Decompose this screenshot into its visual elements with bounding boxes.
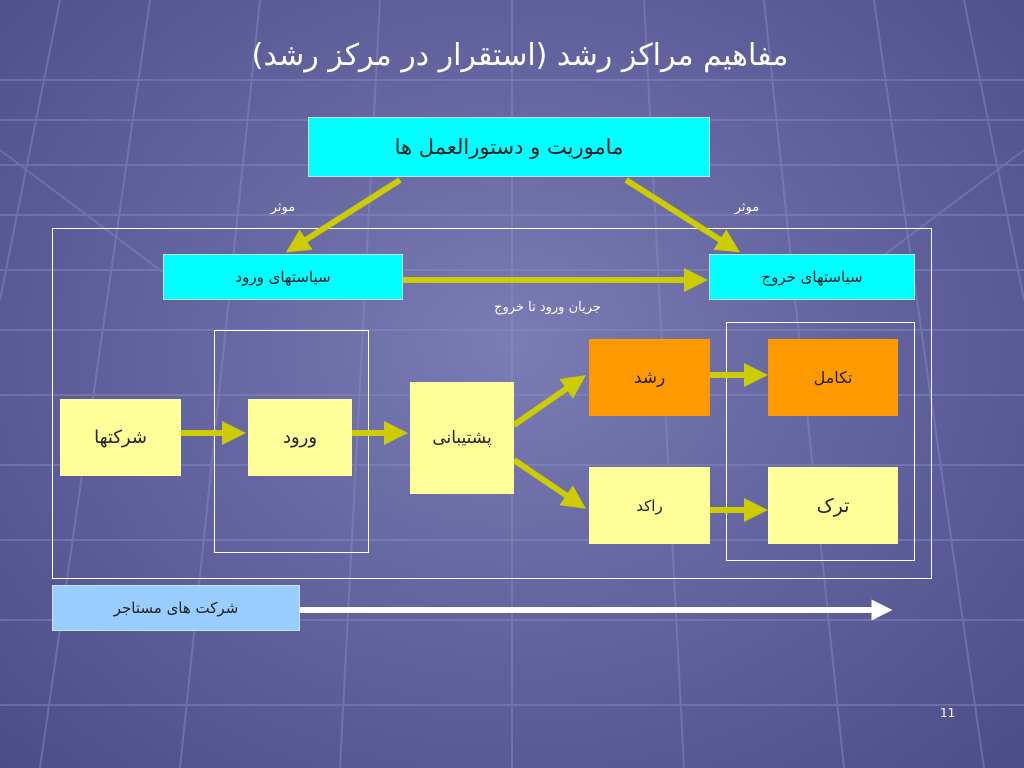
mission-box: ماموریت و دستورالعمل ها bbox=[308, 117, 710, 177]
tenant-companies-box: شرکت های مستاجر bbox=[52, 585, 300, 631]
entry-frame bbox=[214, 330, 369, 553]
exit-policies-box: سیاستهای خروج bbox=[709, 254, 915, 300]
page-number: 11 bbox=[940, 706, 956, 720]
arrow-mission-to-exit-policies bbox=[624, 177, 741, 253]
arrow-support-to-stagnant bbox=[512, 457, 586, 509]
growth-label: رشد bbox=[633, 367, 666, 388]
entry-policies-label: سیاستهای ورود bbox=[235, 268, 331, 286]
slide-title: مفاهیم مراکز رشد (استقرار در مرکز رشد) bbox=[251, 38, 789, 73]
entry-box: ورود bbox=[248, 399, 352, 476]
arrow-support-to-growth bbox=[512, 375, 586, 428]
arrow-mission-to-entry-policies bbox=[285, 177, 402, 253]
maturity-label: تکامل bbox=[813, 368, 853, 387]
leave-box: ترک bbox=[768, 467, 898, 544]
entry-label: ورود bbox=[282, 427, 318, 448]
tenant-companies-label: شرکت های مستاجر bbox=[113, 599, 239, 617]
stagnant-label: راکد bbox=[636, 496, 663, 515]
support-label: پشتیبانی bbox=[432, 428, 492, 448]
growth-box: رشد bbox=[589, 339, 710, 416]
mission-label: ماموریت و دستورالعمل ها bbox=[394, 135, 624, 159]
outcome-frame bbox=[726, 322, 915, 561]
stagnant-box: راکد bbox=[589, 467, 710, 544]
entry-exit-flow-label: جریان ورود تا خروج bbox=[494, 300, 601, 315]
support-box: پشتیبانی bbox=[410, 382, 514, 494]
main-frame bbox=[52, 228, 932, 579]
companies-label: شرکتها bbox=[94, 427, 147, 448]
maturity-box: تکامل bbox=[768, 339, 898, 416]
leave-label: ترک bbox=[816, 494, 850, 517]
companies-box: شرکتها bbox=[60, 399, 181, 476]
entry-policies-box: سیاستهای ورود bbox=[163, 254, 403, 300]
effective-label-left: موثر bbox=[270, 200, 296, 215]
exit-policies-label: سیاستهای خروج bbox=[761, 268, 863, 286]
effective-label-right: موثر bbox=[734, 200, 760, 215]
